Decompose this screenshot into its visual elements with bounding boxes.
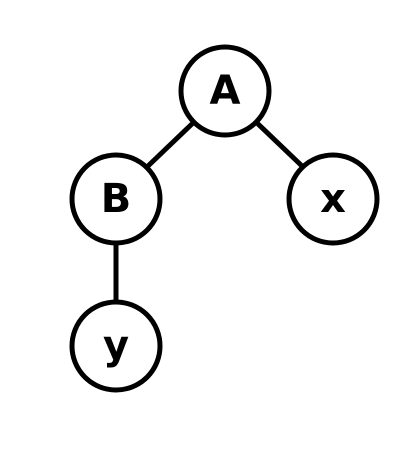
node-x-label: x bbox=[320, 176, 346, 222]
edge-a-b bbox=[146, 120, 196, 168]
node-a: A bbox=[178, 44, 272, 138]
node-b: B bbox=[69, 152, 163, 246]
node-a-label: A bbox=[210, 68, 241, 114]
node-a-circle bbox=[178, 44, 272, 138]
edge-a-x bbox=[254, 120, 304, 168]
node-x-circle bbox=[286, 152, 380, 246]
node-b-label: B bbox=[101, 176, 132, 222]
node-y-circle bbox=[69, 299, 163, 393]
node-y: y bbox=[69, 299, 163, 393]
node-y-label: y bbox=[103, 323, 129, 369]
node-b-circle bbox=[69, 152, 163, 246]
node-x: x bbox=[286, 152, 380, 246]
